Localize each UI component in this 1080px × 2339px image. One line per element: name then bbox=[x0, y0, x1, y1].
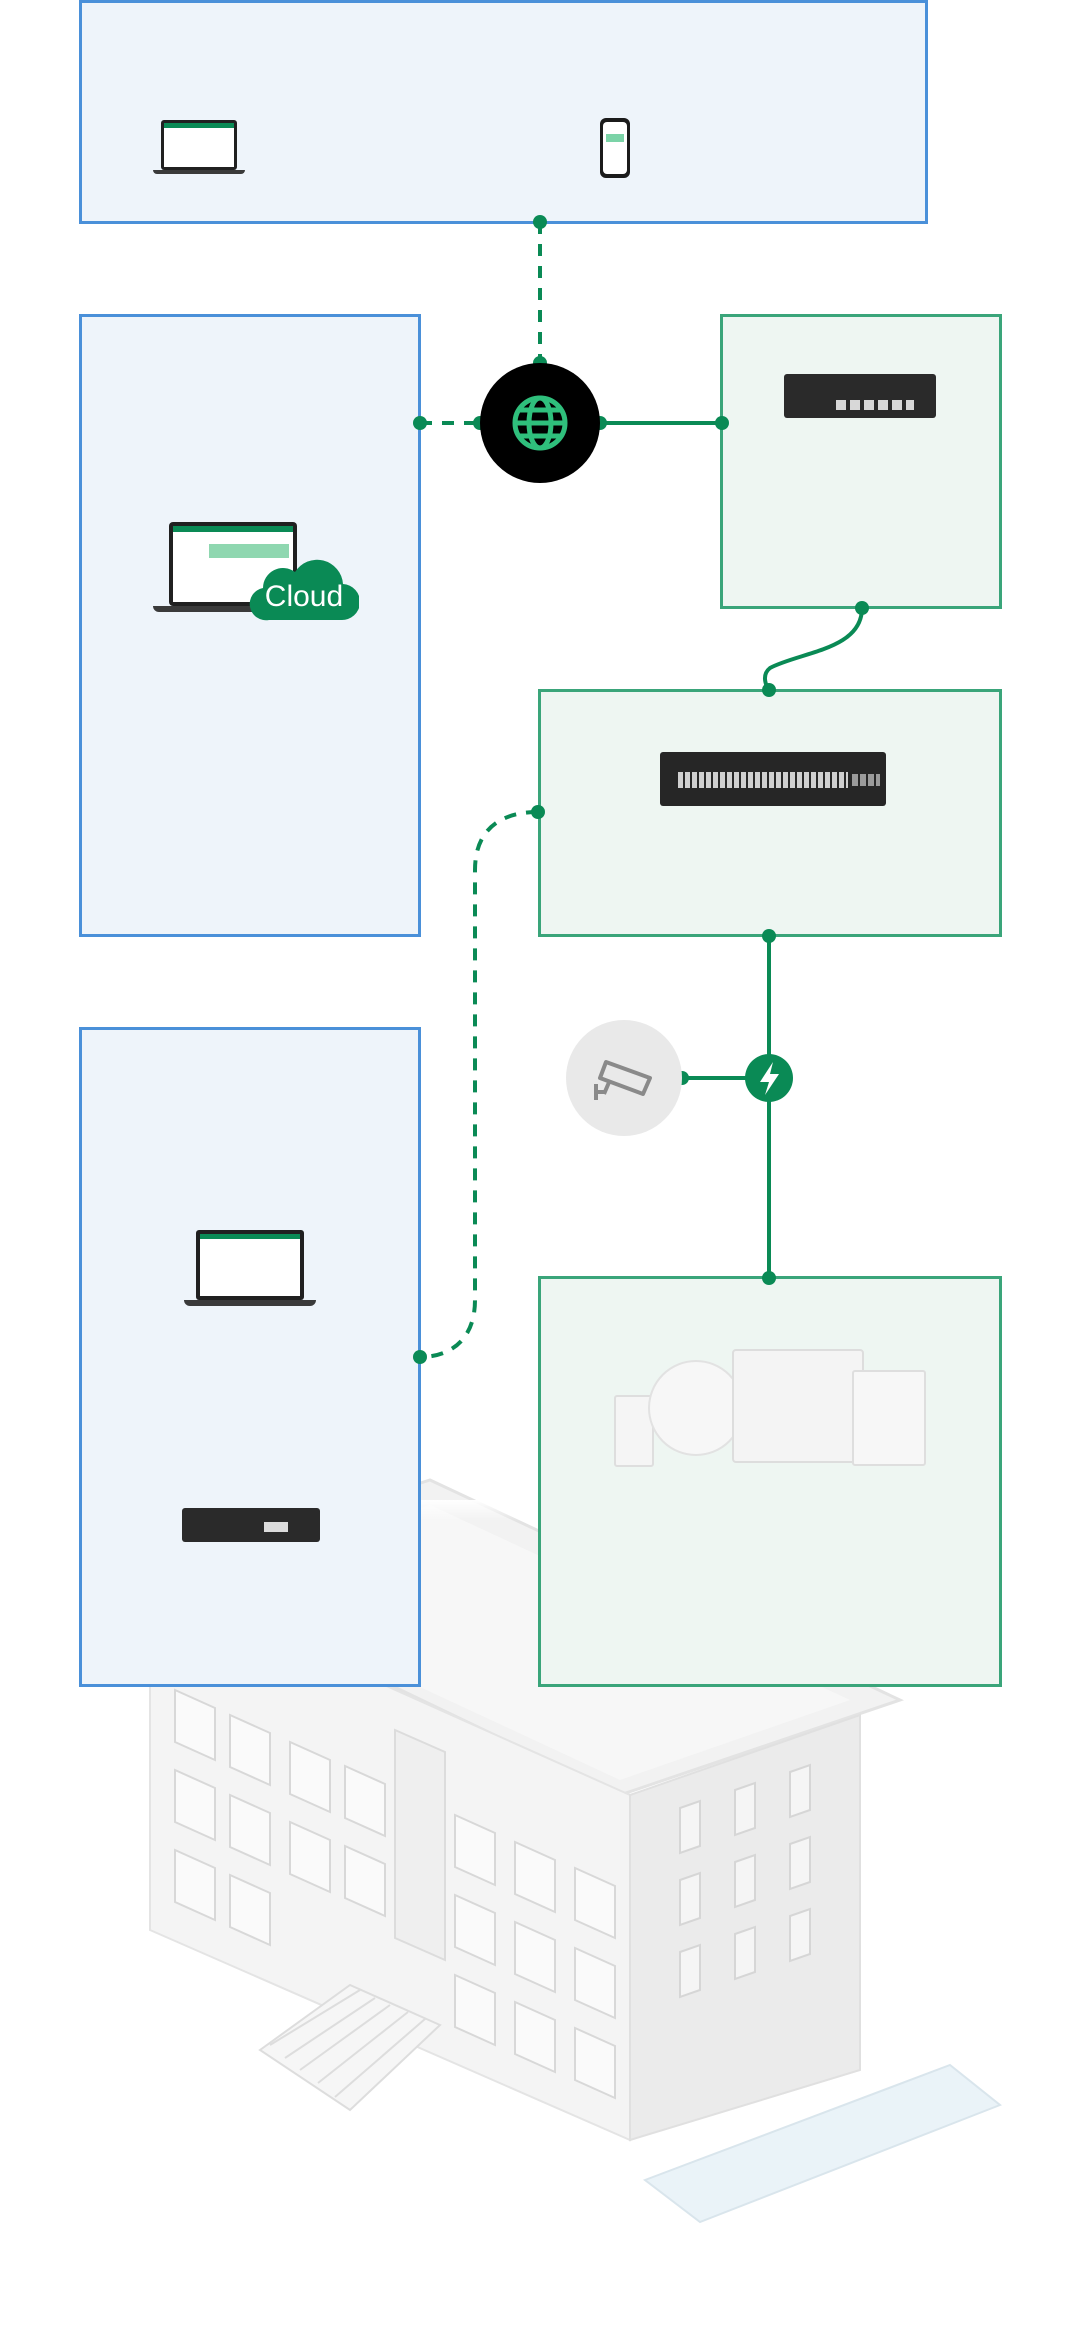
remote-management-panel bbox=[79, 0, 928, 224]
lightning-icon bbox=[760, 1062, 779, 1095]
node-dot bbox=[413, 416, 427, 430]
access-points-panel bbox=[538, 1276, 1002, 1687]
node-dot bbox=[531, 805, 545, 819]
local-controller-link bbox=[419, 810, 539, 1359]
cloud-badge: Cloud bbox=[249, 559, 359, 621]
camera-node bbox=[566, 1020, 682, 1136]
node-dot bbox=[413, 1350, 427, 1364]
local-controller-panel bbox=[79, 1027, 421, 1687]
switch-panel bbox=[538, 689, 1002, 937]
node-dot bbox=[762, 1271, 776, 1285]
node-dot bbox=[533, 215, 547, 229]
outdoor-ap-device bbox=[732, 1349, 864, 1463]
node-dot bbox=[715, 416, 729, 430]
laptop-device bbox=[153, 120, 245, 178]
node-dot bbox=[762, 683, 776, 697]
cloud-controller-panel bbox=[79, 314, 421, 937]
wall-ap-device bbox=[852, 1370, 926, 1466]
controller-laptop-device bbox=[184, 1230, 316, 1308]
internet-node bbox=[480, 363, 600, 483]
hardware-controller-device bbox=[182, 1508, 320, 1542]
gateway-switch-link bbox=[762, 607, 864, 691]
phone-device bbox=[600, 118, 630, 178]
poe-node bbox=[745, 1054, 793, 1102]
switch-device bbox=[660, 752, 886, 806]
gateway-router-device bbox=[784, 374, 936, 418]
node-dot bbox=[762, 929, 776, 943]
node-dot bbox=[855, 601, 869, 615]
gateway-panel bbox=[720, 314, 1002, 609]
security-camera-icon bbox=[594, 1060, 652, 1100]
globe-icon bbox=[512, 395, 568, 451]
ceiling-ap-device bbox=[648, 1360, 744, 1456]
cloud-label: Cloud bbox=[265, 580, 343, 613]
